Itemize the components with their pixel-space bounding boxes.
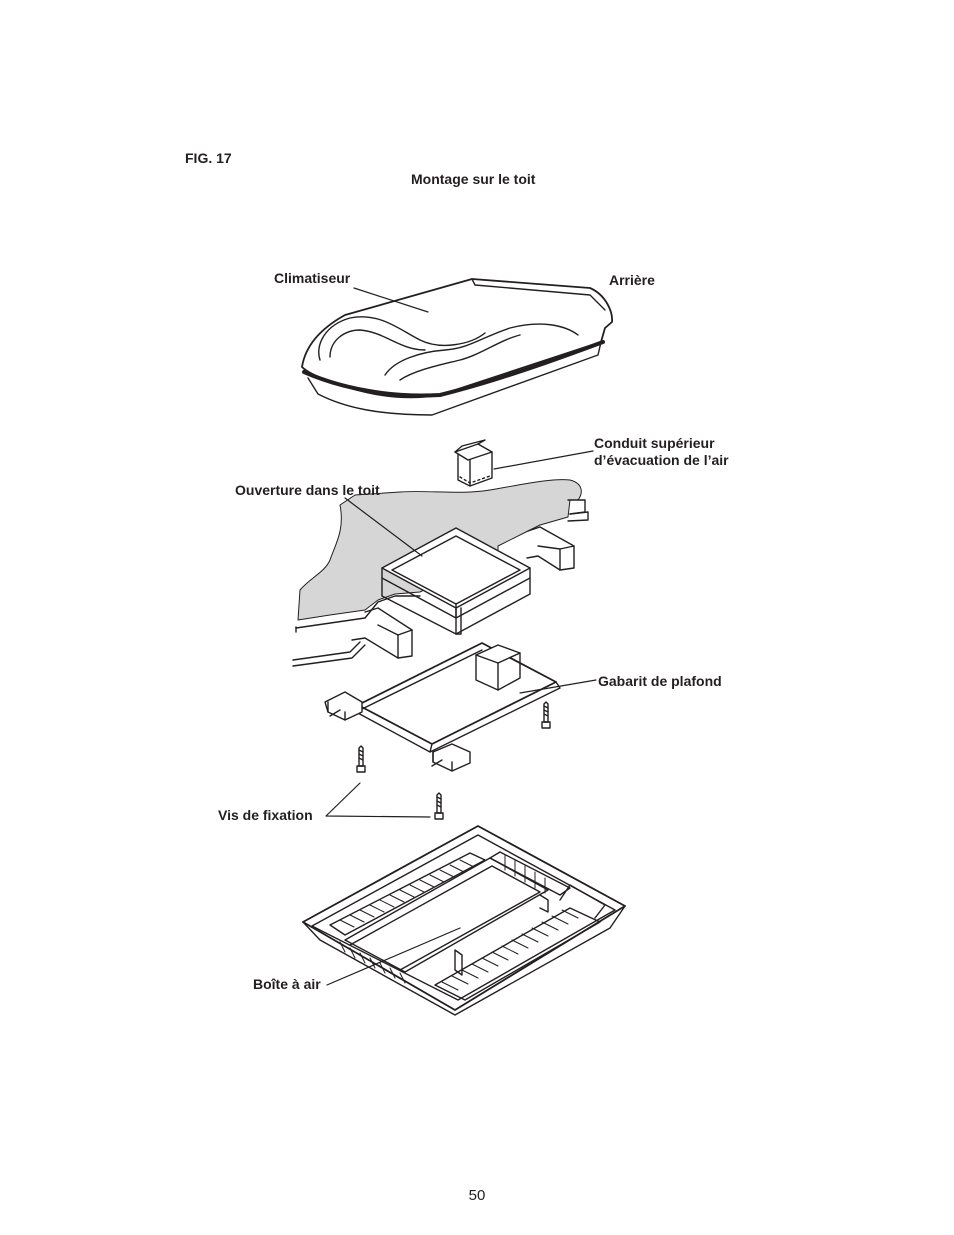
label-climatiseur: Climatiseur <box>274 270 351 286</box>
label-conduit-line1: Conduit supérieur <box>594 435 715 451</box>
ceiling-template <box>324 642 561 820</box>
leader-gabarit <box>519 679 597 694</box>
roof-section <box>292 479 589 667</box>
label-arriere: Arrière <box>609 272 655 288</box>
label-conduit-line2: d’évacuation de l’air <box>594 452 729 468</box>
figure-title: Montage sur le toit <box>411 171 536 187</box>
leader-climatiseur <box>353 287 429 313</box>
label-conduit: Conduit supérieur d’évacuation de l’air <box>594 435 729 469</box>
leader-ouverture <box>344 497 423 557</box>
air-box <box>302 825 626 1016</box>
air-conditioner-unit <box>301 278 613 416</box>
leader-lines <box>325 287 597 986</box>
page-number: 50 <box>468 1187 486 1204</box>
label-gabarit: Gabarit de plafond <box>598 673 722 689</box>
figure-label: FIG. 17 <box>185 150 232 166</box>
leader-vis <box>325 782 431 818</box>
label-vis: Vis de fixation <box>218 807 313 823</box>
leader-boite <box>326 927 461 986</box>
label-boite: Boîte à air <box>253 976 321 992</box>
label-ouverture: Ouverture dans le toit <box>235 482 380 498</box>
leader-conduit <box>493 450 594 470</box>
upper-discharge-duct <box>454 439 493 487</box>
